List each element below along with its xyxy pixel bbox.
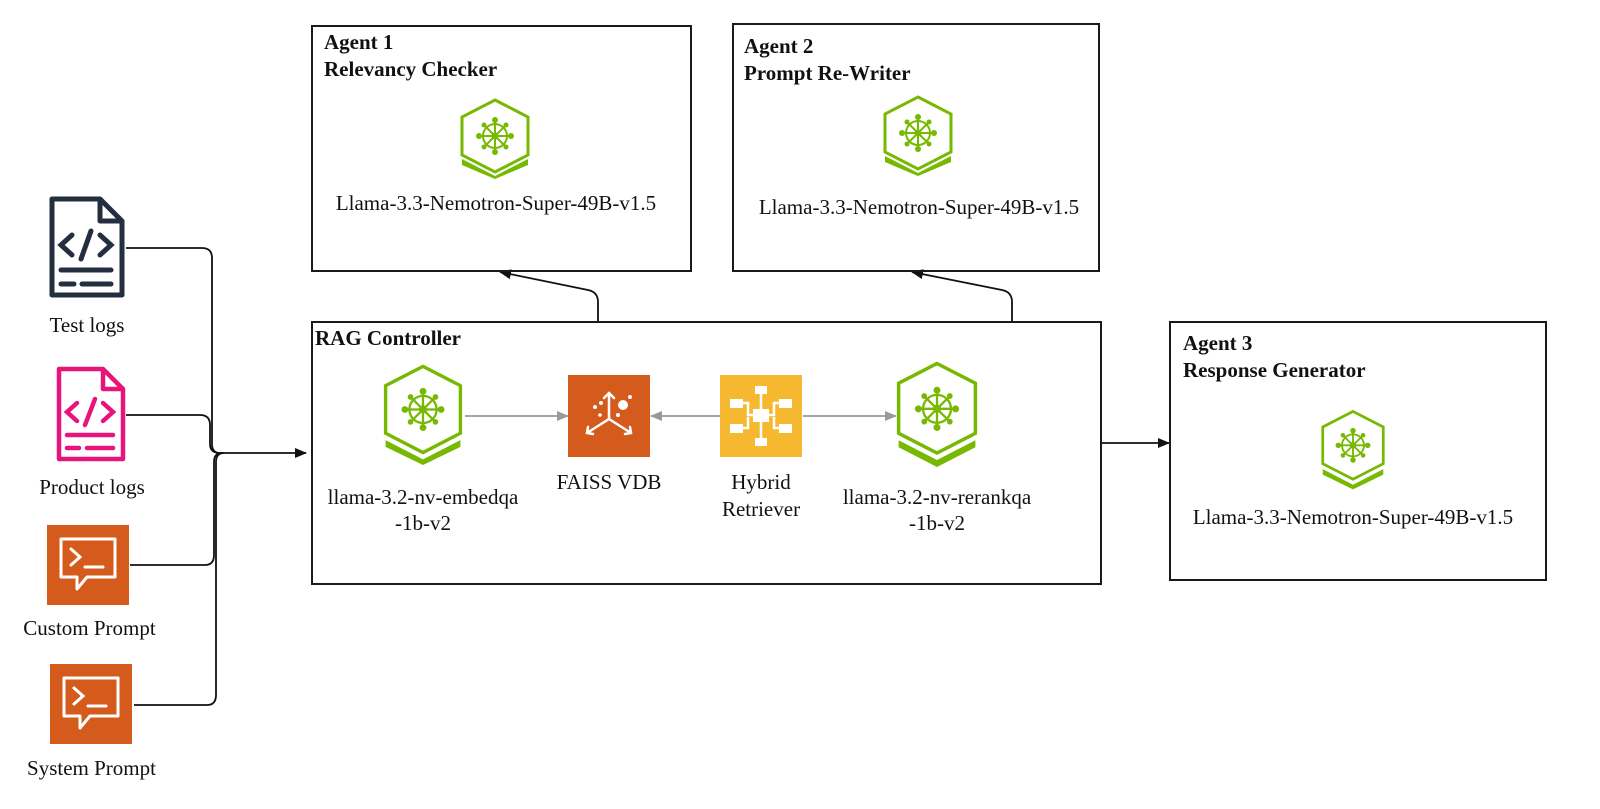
system-prompt-connector [134,452,225,706]
agent2-box [732,23,1100,272]
agent3-number: Agent 3 [1183,331,1253,355]
agent1-box [311,25,692,272]
code-file-icon [49,196,125,298]
agent2-model-name: Llama-3.3-Nemotron-Super-49B-v1.5 [758,195,1080,219]
rag-controller-box [311,321,1102,585]
code-file-icon [56,366,126,462]
prompt-terminal-icon [50,664,132,744]
hybrid-retriever-label-line2: Retriever [721,497,801,521]
nim-model-icon [896,361,978,467]
custom-prompt-label: Custom Prompt [23,616,156,640]
hybrid-retriever-label-line1: Hybrid [731,470,791,494]
agent3-model-name: Llama-3.3-Nemotron-Super-49B-v1.5 [1192,505,1514,529]
system-prompt-label: System Prompt [27,756,156,780]
nim-model-icon [1321,409,1385,490]
nim-model-icon [383,364,463,465]
test-logs-connector [126,247,221,454]
custom-prompt-connector [130,452,223,566]
faiss-vdb-icon [568,375,650,457]
embed-model-name-line2: -1b-v2 [395,511,451,535]
product-logs-connector [126,414,221,454]
rerank-model-name-line1: llama-3.2-nv-rerankqa [842,485,1032,509]
rag-to-agent1-arrow [499,269,599,321]
prompt-terminal-icon [47,525,129,605]
agent3-box [1169,321,1547,581]
embed-model-name-line1: llama-3.2-nv-embedqa [327,485,519,509]
agent1-role: Relevancy Checker [324,57,498,81]
agent2-role: Prompt Re-Writer [744,61,911,85]
hybrid-retriever-icon [720,375,802,457]
agent2-number: Agent 2 [744,34,814,58]
agent1-model-name: Llama-3.3-Nemotron-Super-49B-v1.5 [335,191,657,215]
rerank-model-name-line2: -1b-v2 [909,511,965,535]
nim-model-icon [883,95,953,176]
product-logs-label: Product logs [39,475,145,499]
agent3-role: Response Generator [1183,358,1366,382]
nim-model-icon [460,98,530,179]
rag-controller-title: RAG Controller [315,326,462,350]
test-logs-label: Test logs [49,313,125,337]
rag-to-agent2-arrow [911,269,1013,321]
faiss-vdb-label: FAISS VDB [556,470,662,494]
agent1-number: Agent 1 [324,30,394,54]
